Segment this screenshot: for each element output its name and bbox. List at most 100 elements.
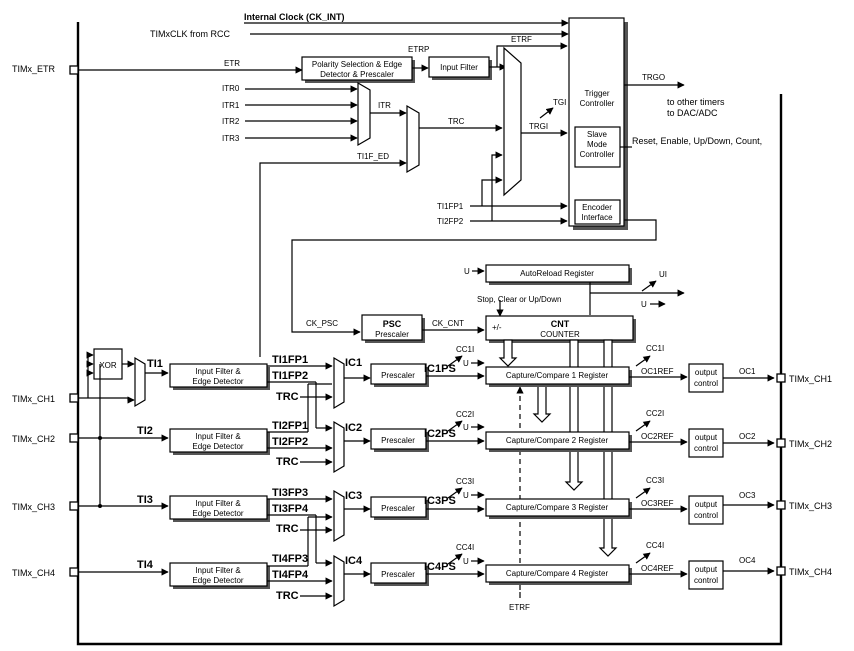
- ch1-input-pin[interactable]: [69, 393, 79, 403]
- ch1-ccr-label: Capture/Compare 1 Register: [506, 371, 609, 380]
- ch2-fpa-label: TI2FP1: [272, 420, 308, 432]
- ch1-pin-label: TIMx_CH1: [12, 394, 55, 404]
- ch4-filter-line2: Edge Detector: [192, 576, 243, 585]
- itr-mux: [357, 81, 371, 147]
- etrf-top-label: ETRF: [511, 35, 532, 44]
- etr-pin-label: TIMx_ETR: [12, 64, 56, 74]
- ch4-prescaler-label: Prescaler: [381, 570, 415, 579]
- ch4-input-pin[interactable]: [69, 567, 79, 577]
- slave-line3: Controller: [580, 150, 615, 159]
- ch1-u-label: U: [463, 359, 469, 368]
- ch3-prescaler-box: [370, 496, 427, 518]
- to-other-line2: to DAC/ADC: [667, 108, 718, 118]
- ch3-icps-label: IC3PS: [424, 495, 456, 507]
- ch2-icps-label: IC2PS: [424, 428, 456, 440]
- ch4-cci-label: CC4I: [456, 543, 474, 552]
- psc-line2: Prescaler: [375, 330, 409, 339]
- slave-mode-controller-box: [574, 126, 621, 168]
- autoreload-register-box: [485, 264, 630, 283]
- ch4-icps-label: IC4PS: [424, 561, 456, 573]
- ti1fp1-label: TI1FP1: [437, 202, 464, 211]
- ch2-ccr-label: Capture/Compare 2 Register: [506, 436, 609, 445]
- autoreload-u-label: U: [464, 267, 470, 276]
- channel-3: TIMx_CH3 TI3 Input Filter & Edge Detecto…: [12, 476, 832, 563]
- ch2-ocref-label: OC2REF: [641, 432, 674, 441]
- u-right-label: U: [641, 300, 647, 309]
- ch3-ccr-label: Capture/Compare 3 Register: [506, 503, 609, 512]
- psc-prescaler-box: [361, 314, 423, 341]
- ch1-output-line2: control: [694, 379, 718, 388]
- ch1-prescaler-box: [370, 363, 427, 385]
- ch1-fpb-label: TI1FP2: [272, 370, 308, 382]
- ch3-output-line2: control: [694, 511, 718, 520]
- etr-signal-label: ETR: [224, 59, 240, 68]
- ch1-output-pin[interactable]: [776, 373, 786, 383]
- channel-4: TIMx_CH4 TI4 Input Filter & Edge Detecto…: [12, 517, 832, 608]
- ch1-output-line1: output: [695, 368, 718, 377]
- ch4-ocref-label: OC4REF: [641, 564, 674, 573]
- etr-pin[interactable]: [69, 65, 79, 75]
- stop-clear-label: Stop, Clear or Up/Down: [477, 295, 561, 304]
- ch1-filter-line2: Edge Detector: [192, 377, 243, 386]
- ch1-cci-out-label: CC1I: [646, 344, 664, 353]
- ch3-cci-out-label: CC3I: [646, 476, 664, 485]
- ch1-trc-label: TRC: [276, 391, 299, 403]
- ch3-input-pin[interactable]: [69, 501, 79, 511]
- ch2-output-pin[interactable]: [776, 438, 786, 448]
- ch3-fpa-label: TI3FP3: [272, 487, 308, 499]
- trgo-label: TRGO: [642, 73, 665, 82]
- ch3-ccr-box: [485, 498, 630, 517]
- ch2-pin-label: TIMx_CH2: [12, 434, 55, 444]
- ch4-output-pin[interactable]: [776, 566, 786, 576]
- ch3-ti-label: TI3: [137, 494, 153, 506]
- slave-line2: Mode: [587, 140, 608, 149]
- channel-2: TIMx_CH2 TI2 Input Filter & Edge Detecto…: [12, 384, 832, 474]
- ch3-u-label: U: [463, 491, 469, 500]
- ch3-ic-mux: [333, 489, 345, 543]
- ch1-output-control-box: [688, 363, 724, 393]
- ch4-fpb-label: TI4FP4: [272, 569, 309, 581]
- ch2-oc-label: OC2: [739, 432, 756, 441]
- ch3-filter-line1: Input Filter &: [195, 499, 241, 508]
- ch3-output-pin[interactable]: [776, 500, 786, 510]
- ch4-trc-label: TRC: [276, 590, 299, 602]
- cnt-counter-box: [485, 315, 634, 341]
- ch3-out-pin-label: TIMx_CH3: [789, 501, 832, 511]
- ch2-u-label: U: [463, 423, 469, 432]
- ch3-ic-label: IC3: [345, 490, 362, 502]
- ch2-cci-out-label: CC2I: [646, 409, 664, 418]
- ti2fp2-label: TI2FP2: [437, 217, 464, 226]
- ch3-pin-label: TIMx_CH3: [12, 502, 55, 512]
- encoder-interface-box: [574, 199, 621, 225]
- slave-line1: Slave: [587, 130, 608, 139]
- etrp-label: ETRP: [408, 45, 429, 54]
- trgi-label: TRGI: [529, 122, 548, 131]
- itr1-label: ITR1: [222, 101, 240, 110]
- trigger-line2: Controller: [580, 99, 615, 108]
- ch1-oc-label: OC1: [739, 367, 756, 376]
- ch4-fpa-label: TI4FP3: [272, 553, 308, 565]
- ch2-prescaler-label: Prescaler: [381, 436, 415, 445]
- ch3-ocref-label: OC3REF: [641, 499, 674, 508]
- ch1-out-pin-label: TIMx_CH1: [789, 374, 832, 384]
- ch2-input-filter-box: [169, 428, 268, 453]
- ch4-oc-label: OC4: [739, 556, 756, 565]
- ch2-output-control-box: [688, 428, 724, 458]
- xor-mux: [134, 356, 146, 408]
- ch1-ocref-label: OC1REF: [641, 367, 674, 376]
- ui-label: UI: [659, 270, 667, 279]
- ch3-prescaler-label: Prescaler: [381, 504, 415, 513]
- ch4-input-filter-box: [169, 562, 268, 587]
- itr-mux-label: ITR: [378, 101, 391, 110]
- ch1-icps-label: IC1PS: [424, 363, 456, 375]
- ch1-filter-line1: Input Filter &: [195, 367, 241, 376]
- autoreload-label: AutoReload Register: [520, 269, 594, 278]
- ch1-prescaler-label: Prescaler: [381, 371, 415, 380]
- bus-cnt-ccr1: [498, 339, 518, 367]
- xor-gate-box: [93, 348, 123, 380]
- encoder-line1: Encoder: [582, 203, 612, 212]
- ck-cnt-label: CK_CNT: [432, 319, 464, 328]
- ch1-ic-mux: [333, 356, 345, 410]
- ch2-input-pin[interactable]: [69, 433, 79, 443]
- itr0-label: ITR0: [222, 84, 240, 93]
